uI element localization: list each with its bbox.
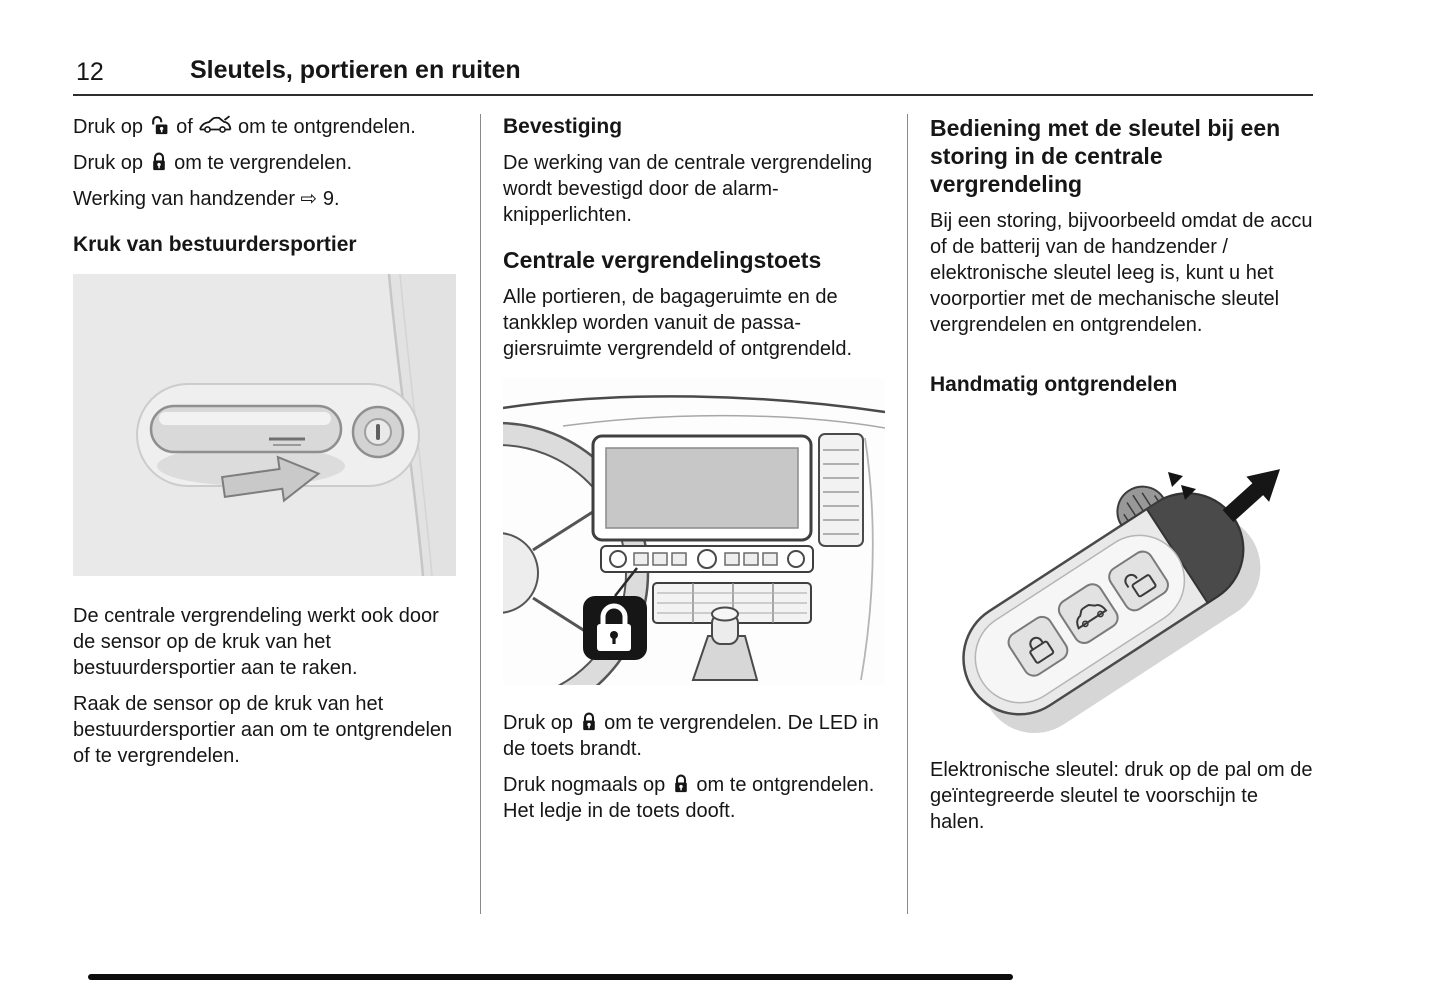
- unlock-button: [1108, 550, 1169, 612]
- center-console-illustration: [346, 378, 886, 725]
- electronic-key-illustration: [930, 428, 1315, 738]
- header-rule: [73, 94, 1313, 96]
- column-right: Bediening met de sleutel bij een storing…: [930, 114, 1315, 845]
- text-run: Druk op: [73, 116, 149, 138]
- heading-confirmation: Bevestiging: [503, 115, 623, 138]
- page-number: 12: [76, 58, 104, 86]
- pointer-arrow: [220, 455, 321, 503]
- heading-central-locking-button: Centrale vergrendelingstoets: [503, 247, 822, 273]
- heading-key-operation-malfunction: Bediening met de sleutel bij een storing…: [930, 115, 1281, 197]
- text-run: Druk op: [73, 152, 149, 174]
- slide-direction-arrows: [1168, 472, 1196, 500]
- figure-door-handle: [73, 273, 456, 581]
- paragraph-sensor-usage: Raak de sensor op de kruk van het bestuu…: [73, 693, 453, 767]
- unlock-icon: [151, 115, 167, 135]
- text-run: om te vergrendelen.: [168, 152, 353, 174]
- text-run: of: [170, 116, 199, 138]
- column-divider-left: [480, 114, 481, 914]
- cross-reference-remote-control: Werking van handzender ⇨ 9.: [73, 188, 340, 210]
- text-run: om te ontgrende­len.: [232, 116, 416, 138]
- center-vents: [652, 582, 812, 624]
- infotainment-display: [591, 434, 813, 542]
- figure-electronic-key: [930, 428, 1315, 743]
- lock-icon: [152, 152, 165, 171]
- paragraph-press-again-to-unlock: Druk nogmaals op om te ontgren­delen. He…: [503, 772, 886, 824]
- page-title: Sleutels, portieren en ruiten: [190, 56, 521, 84]
- heading-door-handle: Kruk van bestuurdersportier: [73, 233, 357, 256]
- lock-icon: [582, 712, 595, 731]
- door-handle-illustration: [73, 273, 456, 577]
- text-run: Druk nogmaals op: [503, 774, 671, 796]
- lock-button: [1007, 615, 1069, 677]
- text-run: om te ontgren­delen. Het ledje in de toe…: [503, 774, 875, 822]
- side-air-vent: [818, 433, 864, 547]
- scan-edge-artifact: [88, 974, 1013, 980]
- climate-control-strip: [600, 545, 814, 573]
- paragraph-unlock-instruction: Druk op of om te ontgrende­len.: [73, 114, 456, 140]
- paragraph-integrated-key: Elektronische sleutel: druk op de pal om…: [930, 759, 1313, 833]
- text-run: om te vergrendelen. De LED in de toets b…: [503, 712, 879, 760]
- lock-icon: [675, 774, 687, 793]
- heading-manual-unlocking: Handmatig ontgrendelen: [930, 373, 1178, 396]
- paragraph-malfunction-info: Bij een storing, bijvoorbeeld omdat de a…: [930, 210, 1313, 336]
- key-fob-body: [962, 485, 1245, 716]
- car-tailgate-icon: [199, 115, 232, 133]
- dashboard-top-line: [502, 395, 886, 414]
- paragraph-central-locking: Alle portieren, de bagageruimte en de ta…: [503, 286, 853, 360]
- paragraph-press-to-lock: Druk op om te vergrendelen. De LED in de…: [503, 710, 886, 762]
- lock-button-callout: [583, 567, 647, 660]
- lock-cylinder: [351, 405, 405, 459]
- paragraph-sensor-info: De centrale vergrendeling werkt ook door…: [73, 605, 439, 679]
- column-left: Druk op of om te ontgrende­len. Druk op …: [73, 114, 456, 779]
- door-edge-shade: [389, 274, 456, 576]
- key-extract-arrow: [1222, 469, 1281, 522]
- paragraph-confirmation: De werking van de centrale vergren­delin…: [503, 152, 873, 226]
- paragraph-lock-instruction: Druk op om te vergrendelen.: [73, 150, 456, 176]
- door-handle: [149, 404, 343, 454]
- lock-icon: [600, 603, 628, 624]
- release-catch: [1116, 485, 1165, 527]
- gear-shifter: [691, 606, 759, 681]
- central-locking-button: [633, 552, 649, 566]
- column-divider-right: [907, 114, 908, 914]
- text-run: Druk op: [503, 712, 579, 734]
- figure-center-console: [346, 378, 886, 725]
- column-middle: Bevestiging De werking van de centrale v…: [346, 114, 886, 834]
- tailgate-button: [1057, 583, 1119, 644]
